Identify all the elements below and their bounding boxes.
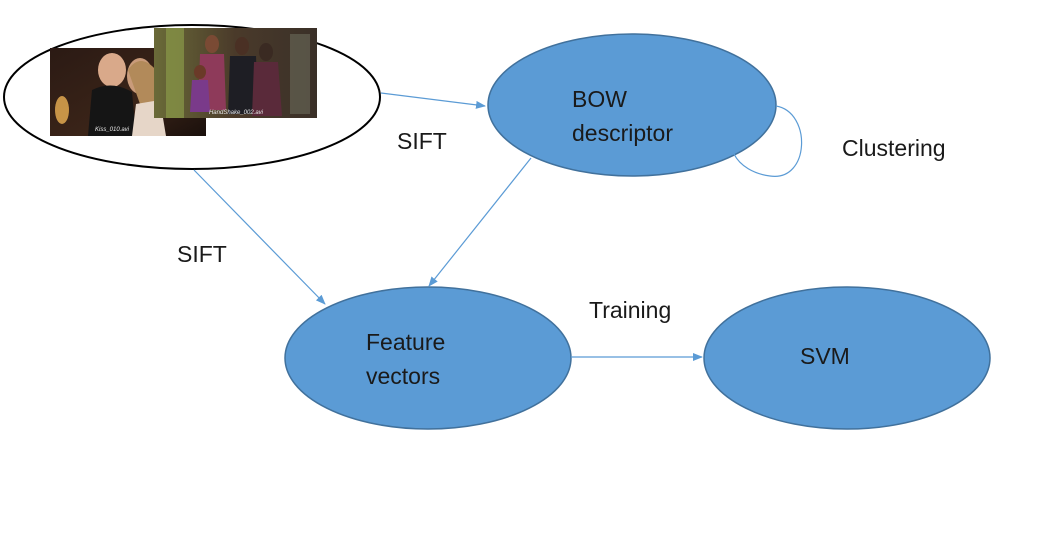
feature-label-line2: vectors — [366, 363, 440, 389]
sift-top-label: SIFT — [397, 128, 447, 154]
bow-arrow-to-feature — [428, 157, 532, 287]
sift-left-label: SIFT — [177, 241, 227, 267]
svm-node: SVM — [703, 286, 991, 430]
input-videos-node: Kiss_010.avi HandShake_002.avi — [3, 24, 381, 170]
handshake-video-caption: HandShake_002.avi — [209, 110, 264, 116]
sift-arrow-to-feature — [193, 169, 326, 305]
bow-label-line2: descriptor — [572, 120, 673, 146]
sift-arrow-to-bow — [380, 92, 486, 109]
bow-descriptor-node: BOW descriptor — [487, 33, 777, 177]
training-label: Training — [589, 297, 671, 323]
handshake-video-thumbnail: HandShake_002.avi — [154, 28, 317, 118]
svm-label: SVM — [800, 343, 850, 369]
bow-label-line1: BOW — [572, 86, 627, 112]
kiss-video-caption: Kiss_010.avi — [95, 127, 130, 133]
feature-vectors-node: Feature vectors — [284, 286, 572, 430]
clustering-label: Clustering — [842, 135, 946, 161]
clustering-loop-edge — [733, 105, 803, 177]
feature-label-line1: Feature — [366, 329, 445, 355]
